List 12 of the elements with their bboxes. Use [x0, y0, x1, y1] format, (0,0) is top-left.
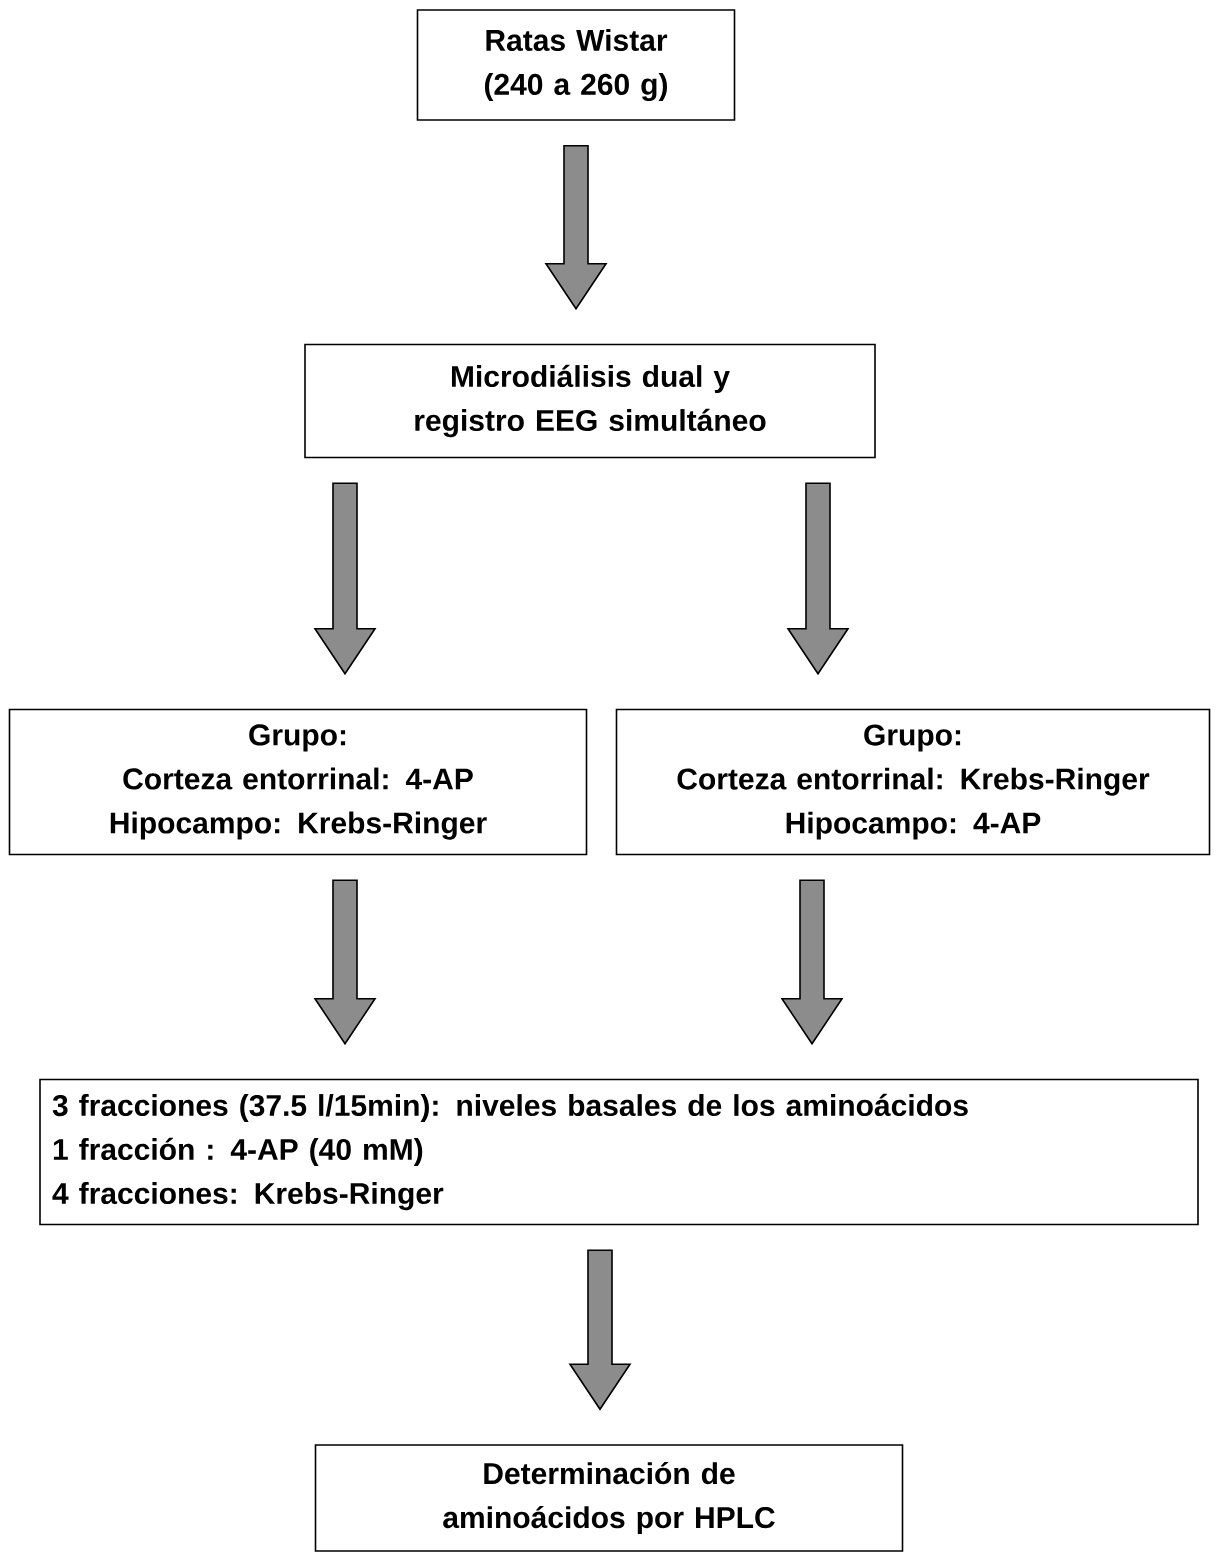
block-arrow — [313, 879, 377, 1046]
block-arrow — [544, 145, 608, 311]
block-arrow — [313, 482, 377, 676]
process-box: Determinación de aminoácidos por HPLC — [314, 1444, 904, 1552]
process-box: Microdiálisis dual y registro EEG simultáneo — [304, 343, 876, 459]
process-box: Grupo: Corteza entorrinal: 4-AP Hipocampo: Krebs-Ringer — [8, 708, 588, 856]
process-box: 3 fracciones (37.5 l/15min): niveles basales de los aminoácidos 1 fracción : 4-AP (40 mM) 4 fracciones: Krebs-Ringer — [39, 1078, 1199, 1226]
block-arrow — [568, 1249, 632, 1411]
process-box: Grupo: Corteza entorrinal: Krebs-Ringer Hipocampo: 4-AP — [615, 708, 1211, 856]
block-arrow — [780, 879, 844, 1046]
block-arrow — [786, 482, 850, 676]
process-box: Ratas Wistar (240 a 260 g) — [416, 9, 736, 121]
